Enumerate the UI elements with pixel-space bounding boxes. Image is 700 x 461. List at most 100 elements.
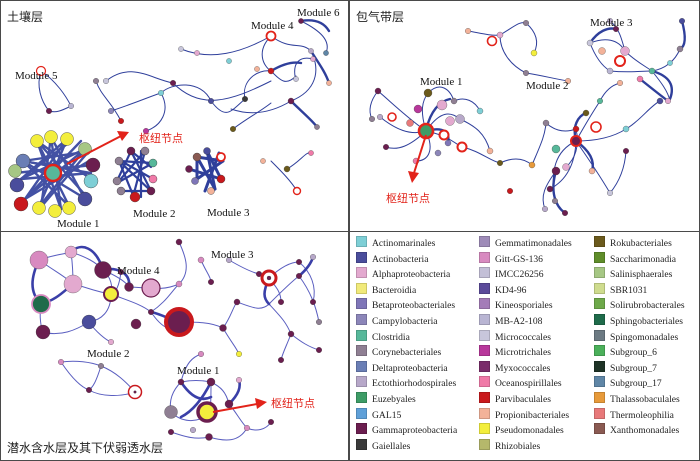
- legend-item: Oceanospirillales: [479, 376, 562, 389]
- legend-swatch: [356, 360, 367, 372]
- legend-item: Ectothiorhodospirales: [356, 376, 456, 389]
- hub-label: 枢纽节点: [386, 191, 430, 205]
- legend-item: Xanthomonadales: [594, 423, 679, 436]
- legend-swatch: [356, 376, 367, 388]
- legend-item: Sphingobacteriales: [594, 314, 683, 327]
- legend-swatch: [594, 407, 605, 419]
- legend-swatch: [356, 423, 367, 435]
- legend-label: Micrococcales: [495, 331, 551, 343]
- legend-swatch: [479, 438, 490, 450]
- legend-swatch: [594, 282, 605, 294]
- legend-label: Clostridia: [372, 331, 410, 343]
- legend-item: Euzebyales: [356, 392, 416, 405]
- legend-label: Bacteroidia: [372, 284, 417, 296]
- legend-item: KD4-96: [479, 282, 527, 296]
- legend-swatch: [479, 314, 490, 325]
- module-label: Module 1: [420, 76, 462, 88]
- legend-item: Saccharimonadia: [594, 251, 676, 265]
- legend-item: Microtrichales: [479, 345, 551, 358]
- legend-label: Deltaproteobacteria: [372, 362, 448, 374]
- legend-item: Propionibacteriales: [479, 407, 570, 421]
- legend-item: Gaiellales: [356, 438, 410, 452]
- legend-item: SBR1031: [594, 282, 648, 296]
- legend-item: Subgroup_17: [594, 376, 662, 389]
- legend-swatch: [594, 376, 605, 388]
- legend-swatch: [594, 423, 605, 435]
- module-label: Module 4: [117, 265, 160, 277]
- legend-label: Spingomonadales: [610, 331, 679, 343]
- legend-swatch: [356, 438, 367, 450]
- legend-swatch: [356, 282, 367, 294]
- legend-swatch: [479, 360, 490, 372]
- panel-title: 土壤层: [7, 10, 44, 24]
- legend-label: Corynebacteriales: [372, 347, 442, 359]
- legend-swatch: [479, 423, 490, 435]
- legend-swatch: [356, 407, 367, 419]
- hub-arrow: [212, 403, 258, 413]
- legend-item: Pseudomonadales: [479, 423, 564, 436]
- legend-swatch: [356, 251, 367, 263]
- legend-item: Corynebacteriales: [356, 345, 441, 358]
- legend-label: KD4-96: [495, 284, 527, 296]
- legend-swatch: [479, 236, 490, 247]
- legend-item: Gemmatimonadales: [479, 236, 572, 249]
- legend-label: Subgroup_17: [610, 378, 662, 390]
- module-label: Module 3: [207, 207, 250, 219]
- legend-item: Rokubacteriales: [594, 236, 672, 249]
- legend-label: Alphaproteobacteria: [372, 269, 451, 281]
- legend-item: Bacteroidia: [356, 282, 417, 296]
- legend-label: Thalassobaculales: [610, 394, 680, 405]
- legend-item: Campylobacteria: [356, 314, 438, 327]
- hub-label: 枢纽节点: [271, 396, 315, 410]
- legend-swatch: [594, 392, 605, 403]
- legend-item: Rhizobiales: [479, 438, 540, 452]
- legend-swatch: [479, 267, 490, 279]
- legend-label: Thermoleophilia: [610, 409, 674, 421]
- panel-aquifer-layer: 枢纽节点 Module 4 Module 3 Module 2 Module 1…: [0, 231, 349, 461]
- legend-item: Alphaproteobacteria: [356, 267, 450, 280]
- legend-item: Clostridia: [356, 329, 410, 343]
- module-label: Module 4: [251, 20, 294, 32]
- module-label: Module 2: [87, 348, 129, 360]
- hub-label: 枢纽节点: [139, 131, 183, 145]
- legend-item: Subgroup_7: [594, 360, 657, 374]
- legend-item: Myxococcales: [479, 360, 550, 374]
- legend-swatch: [356, 236, 367, 247]
- legend-label: Salinisphaerales: [610, 269, 673, 281]
- legend-item: Gammaproteobacteria: [356, 423, 457, 436]
- legend-label: SBR1031: [610, 284, 648, 296]
- legend-item: Gitt-GS-136: [479, 251, 543, 265]
- legend-label: Euzebyales: [372, 394, 416, 405]
- legend-item: Solirubrobacterales: [594, 298, 685, 311]
- legend-item: Spingomonadales: [594, 329, 679, 343]
- legend-item: Deltaproteobacteria: [356, 360, 448, 374]
- legend-label: Propionibacteriales: [495, 409, 570, 421]
- legend-swatch: [479, 345, 490, 357]
- legend-item: Betaproteobacteriales: [356, 298, 455, 311]
- legend-label: Xanthomonadales: [610, 425, 680, 437]
- legend-label: Subgroup_6: [610, 347, 657, 359]
- legend-label: Parvibaculales: [495, 394, 551, 405]
- network-aquifer: 枢纽节点 Module 4 Module 3 Module 2 Module 1: [29, 238, 322, 441]
- legend-label: Actinobacteria: [372, 253, 429, 265]
- legend-label: Pseudomonadales: [495, 425, 564, 437]
- hub-arrow: [66, 135, 122, 165]
- panel-vadose-layer: 包气带层: [349, 0, 700, 232]
- legend-label: Microtrichales: [495, 347, 551, 359]
- legend-swatch: [356, 298, 367, 310]
- legend-label: Gitt-GS-136: [495, 253, 543, 265]
- panel-title: 包气带层: [356, 10, 405, 24]
- legend-label: IMCC26256: [495, 269, 544, 281]
- legend-item: Subgroup_6: [594, 345, 657, 358]
- legend-item: Thalassobaculales: [594, 392, 680, 405]
- legend-label: Sphingobacteriales: [610, 316, 683, 327]
- legend-label: Solirubrobacterales: [610, 300, 685, 312]
- legend-label: Ectothiorhodospirales: [372, 378, 457, 390]
- legend-label: Gammaproteobacteria: [372, 425, 458, 437]
- module-label: Module 1: [177, 365, 219, 377]
- module-label: Module 2: [526, 80, 568, 92]
- legend-label: Campylobacteria: [372, 316, 438, 327]
- module-label: Module 3: [211, 249, 254, 261]
- legend-swatch: [356, 267, 367, 279]
